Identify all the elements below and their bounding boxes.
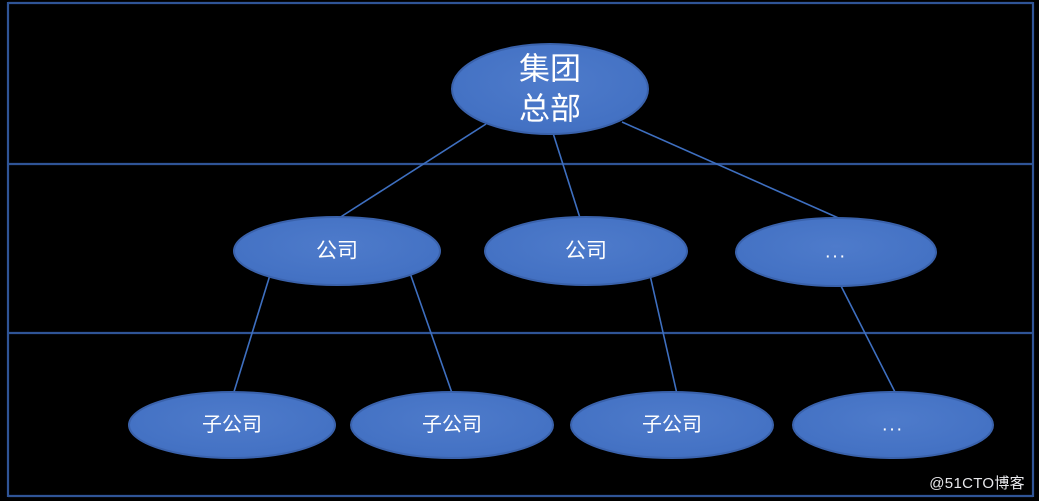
connector-company-1-to-subsidiary-1	[232, 274, 271, 396]
node-shape-subsidiary-1	[128, 391, 336, 459]
node-shape-subsidiary-2	[350, 391, 554, 459]
node-label-company-1: 公司	[316, 240, 358, 263]
connector-hq-to-company-2	[552, 132, 581, 219]
node-label-hq: 总部	[519, 92, 581, 127]
node-label-subsidiary-1: 子公司	[202, 414, 262, 436]
node-label-subsidiary-3: 子公司	[642, 414, 702, 436]
node-company-1[interactable]: 公司	[233, 216, 441, 286]
node-label-company-more: ...	[825, 242, 847, 263]
frame-layer	[6, 1, 1035, 498]
node-company-more[interactable]: ...	[735, 217, 937, 287]
connector-layer	[232, 121, 897, 396]
node-subsidiary-more[interactable]: ...	[792, 391, 994, 459]
node-label-company-2: 公司	[565, 240, 607, 263]
node-subsidiary-3[interactable]: 子公司	[570, 391, 774, 459]
node-label-hq: 集团	[519, 52, 581, 87]
node-shape-company-2	[484, 216, 688, 286]
node-subsidiary-1[interactable]: 子公司	[128, 391, 336, 459]
node-shape-subsidiary-3	[570, 391, 774, 459]
node-subsidiary-2[interactable]: 子公司	[350, 391, 554, 459]
watermark: @51CTO博客	[929, 475, 1025, 492]
connector-company-more-to-subsidiary-more	[839, 283, 897, 395]
node-shape-company-1	[233, 216, 441, 286]
connector-company-1-to-subsidiary-2	[409, 272, 453, 394]
node-label-subsidiary-2: 子公司	[422, 414, 482, 436]
node-shape-company-more	[735, 217, 937, 287]
node-shape-hq	[451, 43, 649, 135]
connector-hq-to-company-1	[338, 123, 487, 219]
node-company-2[interactable]: 公司	[484, 216, 688, 286]
connector-company-2-to-subsidiary-3	[649, 274, 678, 395]
node-label-subsidiary-more: ...	[882, 415, 904, 436]
node-shape-subsidiary-more	[792, 391, 994, 459]
connector-hq-to-company-more	[621, 121, 844, 221]
